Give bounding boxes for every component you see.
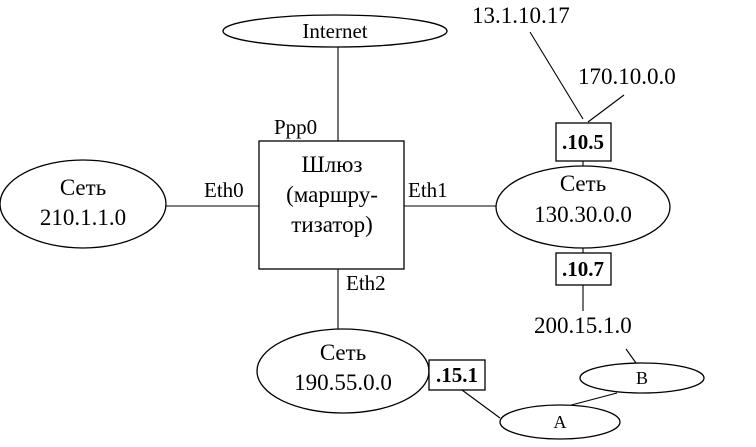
internet-cloud	[222, 14, 448, 48]
interface-eth0-label: Eth0	[204, 178, 244, 202]
router-address-151-label: .15.1	[436, 363, 478, 387]
link-route-13-1-10-17	[529, 31, 584, 120]
link-route-host-b	[625, 348, 637, 364]
network-right-title: Сеть	[560, 171, 606, 196]
route-200-15-1-0-label: 200.15.1.0	[534, 313, 632, 338]
host-b-label: B	[636, 368, 648, 388]
router-address-107-label: .10.7	[562, 257, 604, 281]
host-a-ellipse	[499, 404, 621, 440]
gateway-label-line-2: (маршру-	[286, 182, 378, 207]
route-13-1-10-17-label: 13.1.10.17	[472, 3, 570, 28]
gateway-label-line-3: тизатор)	[291, 212, 372, 237]
network-bottom-address: 190.55.0.0	[294, 370, 392, 395]
interface-eth1-label: Eth1	[408, 178, 448, 202]
host-a-label: A	[554, 412, 567, 432]
network-bottom-title: Сеть	[320, 340, 366, 365]
interface-ppp0-label: Ppp0	[274, 115, 317, 139]
network-left-title: Сеть	[60, 175, 106, 200]
network-left-address: 210.1.1.0	[40, 205, 126, 230]
network-left-ellipse	[0, 159, 167, 249]
router-address-105-label: .10.5	[562, 130, 604, 154]
router-address-107-box	[555, 252, 612, 286]
router-address-105-box	[555, 122, 612, 162]
host-b-ellipse	[579, 362, 705, 394]
network-right-ellipse	[495, 165, 671, 249]
link-route-170-10-0-0	[587, 94, 625, 123]
router-address-151-box	[428, 359, 486, 391]
link-router-151-host-a	[461, 389, 501, 419]
network-right-address: 130.30.0.0	[534, 202, 632, 227]
interface-eth2-label: Eth2	[346, 271, 386, 295]
route-170-10-0-0-label: 170.10.0.0	[578, 64, 676, 89]
internet-label: Internet	[302, 19, 367, 43]
gateway-box	[258, 140, 405, 270]
gateway-label-line-1: Шлюз	[302, 152, 363, 177]
